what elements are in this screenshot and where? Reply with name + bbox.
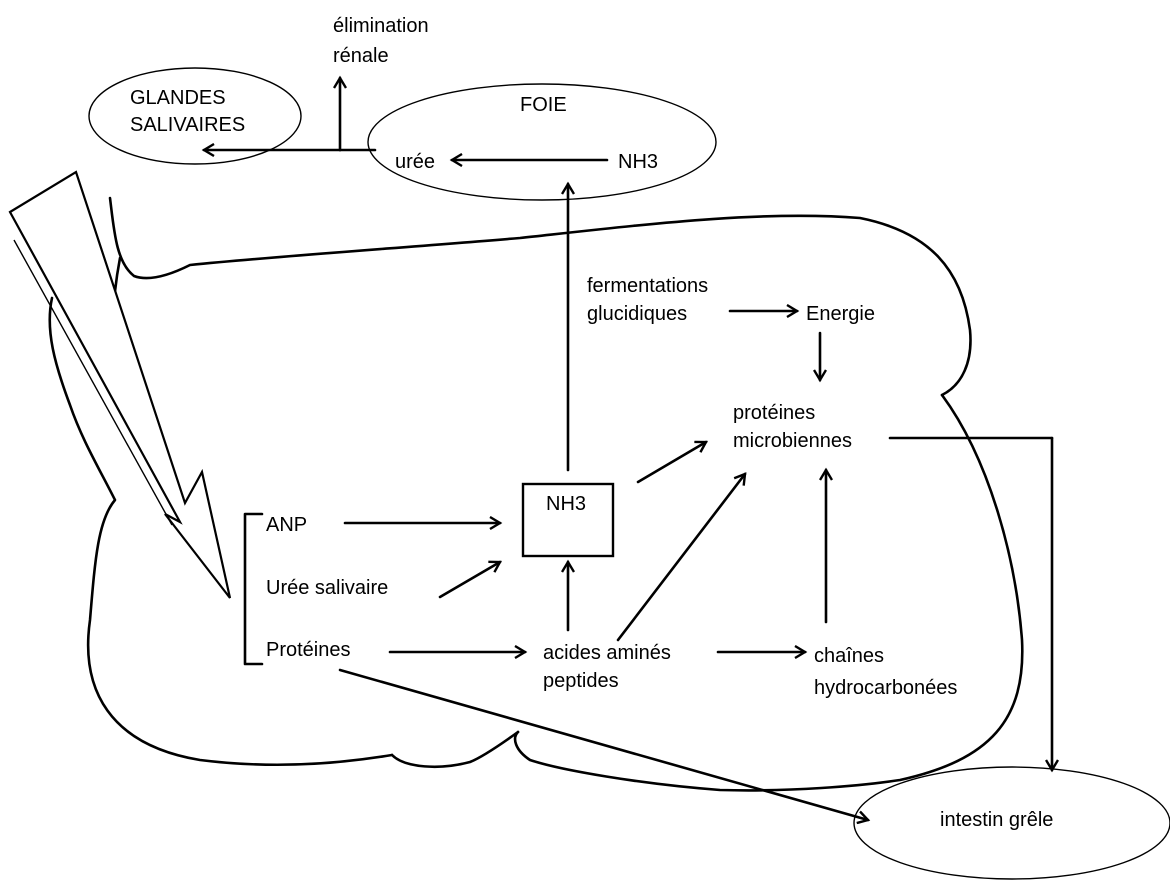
label-chaines-line1: chaînes: [814, 645, 884, 667]
label-proteines: Protéines: [266, 639, 351, 661]
nh3-box: [521, 482, 615, 558]
label-glandes-line2: SALIVAIRES: [130, 114, 245, 136]
feed-input-arrow: [8, 170, 232, 599]
label-proteines-microbiennes-line2: microbiennes: [733, 430, 852, 452]
input-bracket: [243, 512, 264, 666]
label-acides-amines-line1: acides aminés: [543, 642, 671, 664]
glandes-salivaires-ellipse: [88, 67, 302, 165]
label-fermentations-line1: fermentations: [587, 275, 708, 297]
label-uree-salivaire: Urée salivaire: [266, 577, 388, 599]
label-nh3-rumen: NH3: [546, 493, 586, 515]
label-uree: urée: [395, 151, 435, 173]
flow-arrows: [204, 78, 1052, 820]
label-glandes-line1: GLANDES: [130, 87, 226, 109]
label-chaines-line2: hydrocarbonées: [814, 677, 957, 699]
label-elimination-line1: élimination: [333, 15, 429, 37]
label-foie: FOIE: [520, 94, 567, 116]
label-elimination-line2: rénale: [333, 45, 389, 67]
label-nh3-foie: NH3: [618, 151, 658, 173]
label-fermentations-line2: glucidiques: [587, 303, 687, 325]
label-proteines-microbiennes-line1: protéines: [733, 402, 815, 424]
label-energie: Energie: [806, 303, 875, 325]
foie-ellipse: [367, 83, 717, 201]
label-intestin: intestin grêle: [940, 809, 1053, 831]
label-acides-amines-line2: peptides: [543, 670, 619, 692]
intestin-grele-ellipse: [853, 766, 1170, 880]
label-anp: ANP: [266, 514, 307, 536]
